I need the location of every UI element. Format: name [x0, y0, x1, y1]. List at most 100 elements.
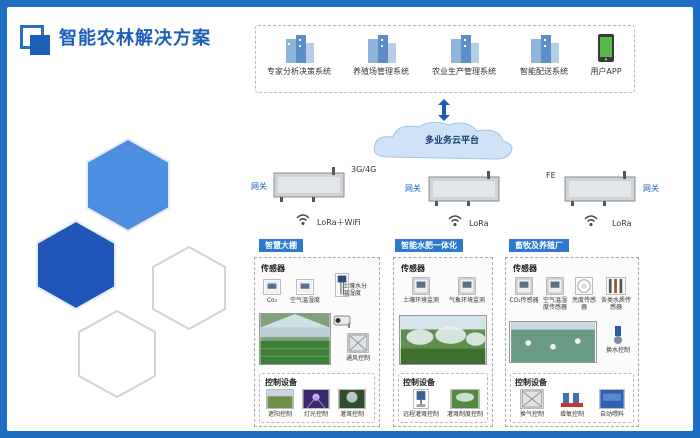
- system-label: 专家分析决策系统: [267, 67, 331, 76]
- system-label: 用户APP: [590, 67, 622, 76]
- extra-item: 通风控制: [343, 333, 373, 362]
- control-item: 增氧控制: [553, 389, 591, 418]
- control-label: 灌溉制度控制: [446, 411, 483, 418]
- gateway-device-icon: [273, 167, 345, 202]
- cloud-icon: [373, 121, 513, 160]
- greenhouse-photo: [259, 313, 331, 365]
- control-item: 自动喂料: [593, 389, 631, 418]
- control-item: 换气控制: [513, 389, 551, 418]
- exhaust-fan-icon: [520, 389, 544, 409]
- building-icon: [531, 35, 559, 63]
- weather-monitor-icon: [458, 277, 476, 295]
- gateway-device-icon: [428, 171, 500, 206]
- cloud-platform-label: 多业务云平台: [424, 136, 479, 146]
- control-label: 自动喂料: [599, 411, 624, 418]
- ventilation-fan-icon: [347, 333, 369, 353]
- sensor-label-soil: 土壤水分 温湿度: [343, 283, 368, 298]
- wireless-signal-icon: [584, 215, 598, 226]
- diagram-canvas: 智能农林解决方案 专家分析决策系统 养殖场管理系统 农业生产管理系统 智能配送系…: [7, 7, 693, 431]
- control-label: 遮阳控制: [267, 411, 292, 418]
- system-label: 农业生产管理系统: [432, 67, 496, 76]
- gateway-label: 网关: [405, 184, 421, 193]
- irrigation-control-icon: [338, 389, 366, 409]
- sensor-item: CO₂传感器: [509, 277, 539, 304]
- sensor-item: Co₂: [261, 279, 283, 304]
- control-item: 灯光控制: [299, 389, 333, 418]
- aquaculture-pond-photo: [509, 321, 597, 363]
- page-title: 智能农林解决方案: [59, 28, 211, 49]
- sensor-label: 各类水质传感器: [600, 297, 631, 312]
- camera-icon: [333, 315, 351, 328]
- hexagon-white-icon: [152, 245, 226, 331]
- wireless-signal-icon: [296, 214, 310, 225]
- water-pump-icon: [614, 326, 622, 344]
- phone-icon: [598, 34, 614, 62]
- building-icon: [451, 35, 479, 63]
- co2-sensor-icon: [515, 277, 533, 295]
- sensor-device-icon: [296, 279, 314, 295]
- extra-label: 换水控制: [605, 347, 630, 354]
- soil-probe-icon: [335, 273, 349, 297]
- system-app: 用户APP: [583, 33, 629, 77]
- light-sensor-icon: [575, 277, 593, 295]
- valve-controller-icon: [413, 389, 429, 409]
- control-item: 灌溉控制: [335, 389, 369, 418]
- building-icon: [286, 35, 314, 63]
- control-label: 换气控制: [519, 411, 544, 418]
- sensor-label: 空气温湿度: [289, 297, 320, 304]
- sensor-device-icon: [263, 279, 281, 295]
- sensor-label: 气象环境监测: [448, 297, 485, 304]
- gateway-device-icon: [564, 171, 636, 206]
- hexagon-white-icon: [78, 309, 156, 399]
- hexagon-blue-icon: [86, 137, 170, 233]
- gateway-radio-label: LoRa: [612, 219, 632, 228]
- system-expert: 专家分析决策系统: [261, 33, 337, 77]
- sensor-item: 土壤环境监测: [399, 277, 443, 304]
- auto-feeder-icon: [599, 389, 625, 409]
- gateway-radio-label: LoRa＋WiFi: [317, 218, 361, 227]
- sensor-item: 气象环境监测: [445, 277, 489, 304]
- sensor-item: 空气温湿度: [287, 279, 323, 304]
- control-section-title: 控制设备: [403, 378, 435, 387]
- wireless-signal-icon: [448, 215, 462, 226]
- sensor-item: 空气温湿度传感器: [541, 277, 569, 311]
- humidity-sensor-icon: [546, 277, 564, 295]
- extra-item: 换水控制: [601, 325, 635, 354]
- shade-control-icon: [266, 389, 294, 409]
- sensor-section-title: 传感器: [513, 264, 537, 273]
- sensor-label: CO₂传感器: [509, 297, 539, 304]
- extra-label: 通风控制: [345, 355, 370, 362]
- water-quality-sensor-icon: [606, 277, 626, 295]
- double-arrow-icon: [438, 99, 450, 121]
- soil-monitor-icon: [412, 277, 430, 295]
- panel-banner: 智能水肥一体化: [395, 239, 463, 252]
- sensor-label: Co₂: [266, 297, 278, 304]
- building-icon: [368, 35, 396, 63]
- hexagon-darkblue-icon: [36, 219, 116, 311]
- gateway-radio-label: LoRa: [469, 219, 489, 228]
- sensor-item: [327, 273, 357, 299]
- system-delivery: 智能配送系统: [511, 33, 577, 77]
- panel-banner: 智慧大棚: [259, 239, 303, 252]
- control-section-title: 控制设备: [265, 378, 297, 387]
- control-item: 灌溉制度控制: [444, 389, 486, 418]
- gateway-label: 网关: [643, 184, 659, 193]
- sensor-label: 亮度传感器: [571, 297, 596, 312]
- logo-icon: [20, 25, 50, 55]
- sprinkler-field-photo: [399, 315, 487, 365]
- light-control-icon: [302, 389, 330, 409]
- panel-banner: 畜牧及养殖厂: [509, 239, 569, 252]
- control-section-title: 控制设备: [515, 378, 547, 387]
- sensor-item: 亮度传感器: [571, 277, 597, 311]
- control-label: 增氧控制: [559, 411, 584, 418]
- system-label: 养殖场管理系统: [353, 67, 409, 76]
- sensor-label: 土壤环境监测: [402, 297, 439, 304]
- irrigation-field-icon: [450, 389, 480, 409]
- system-production: 农业生产管理系统: [425, 33, 503, 77]
- sensor-label: 空气温湿度传感器: [542, 297, 567, 312]
- sensor-section-title: 传感器: [261, 264, 285, 273]
- control-label: 远程灌溉控制: [402, 411, 439, 418]
- gateway-uplink-label: FE: [546, 171, 556, 180]
- system-farm: 养殖场管理系统: [345, 33, 417, 77]
- sensor-section-title: 传感器: [401, 264, 425, 273]
